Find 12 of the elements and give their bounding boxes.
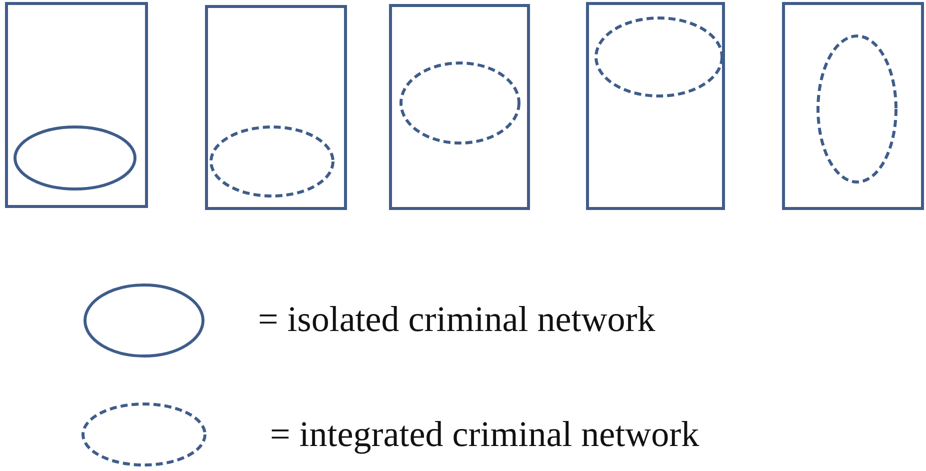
legend-text: = integrated criminal network (270, 415, 700, 455)
dashed-ellipse (209, 125, 335, 198)
solid-ellipse (13, 125, 137, 191)
frame-box (782, 2, 924, 210)
dashed-ellipse (399, 61, 521, 145)
frame-box (205, 5, 347, 210)
dashed-ellipse (594, 16, 724, 98)
legend-text: = isolated criminal network (258, 300, 656, 340)
frame-box (389, 4, 530, 210)
dashed-ellipse (816, 34, 898, 184)
frame-box (586, 2, 725, 210)
frame-box (5, 2, 148, 208)
